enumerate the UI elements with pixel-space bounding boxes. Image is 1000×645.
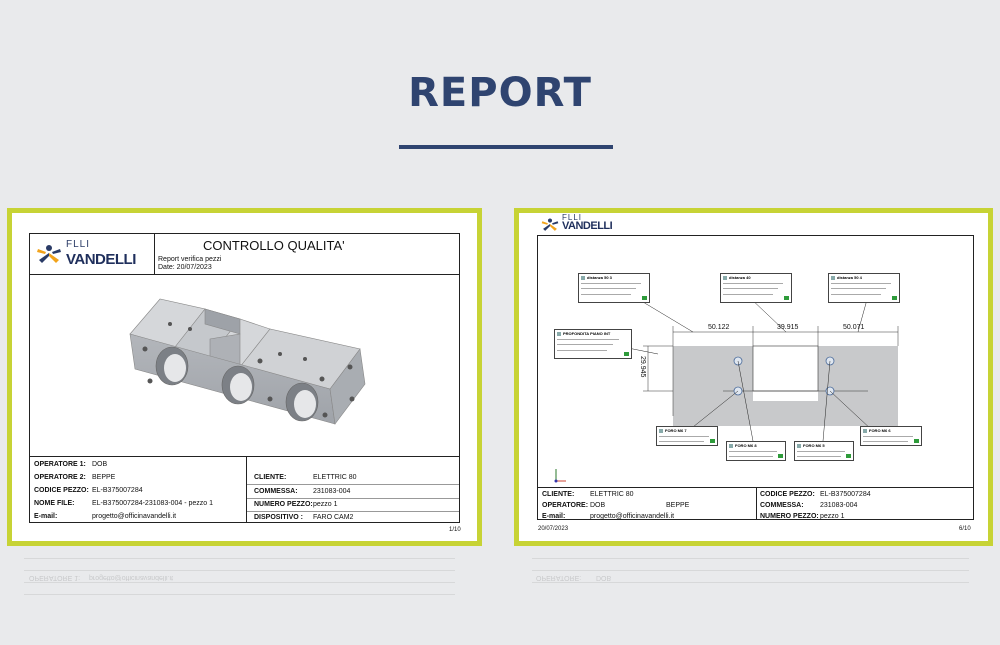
label-email: E-mail: bbox=[34, 513, 58, 520]
value-email: progetto@officinavandelli.it bbox=[92, 513, 177, 520]
dimension-vertical: 29.945 bbox=[639, 356, 646, 378]
label-codice-pezzo: CODICE PEZZO: bbox=[760, 491, 815, 498]
report-title: CONTROLLO QUALITA' bbox=[203, 238, 345, 253]
label-nome-file: NOME FILE: bbox=[34, 500, 75, 507]
logo-text-big: VANDELLI bbox=[562, 220, 613, 232]
value-commessa: 231083-004 bbox=[313, 488, 351, 495]
callout-distanza-50-3: distanza 50 3 bbox=[578, 273, 650, 303]
vandelli-logo: FLLI VANDELLI bbox=[541, 213, 613, 238]
value-numero-pezzo: pezzo 1 bbox=[313, 501, 338, 508]
report-card-measurements[interactable]: FLLI VANDELLI bbox=[514, 208, 993, 546]
value-nome-file: EL-B375007284-231083-004 - pezzo 1 bbox=[92, 500, 214, 507]
callout-distanza-40: distanza 40 bbox=[720, 273, 792, 303]
value-cliente: ELETTRIC 80 bbox=[590, 491, 634, 498]
value-commessa: 231083-004 bbox=[820, 502, 858, 509]
page-number: 1/10 bbox=[449, 527, 461, 533]
label-dispositivo: DISPOSITIVO : bbox=[254, 514, 304, 521]
logo-mark-icon bbox=[37, 245, 61, 263]
label-numero-pezzo: NUMERO PEZZO: bbox=[760, 513, 819, 520]
callout-foro-m6-7: FORO M6 7 bbox=[656, 426, 718, 446]
callout-foro-m6-5: FORO M6 5 bbox=[794, 441, 854, 461]
value-dispositivo: FARO CAM2 bbox=[313, 514, 354, 521]
callout-distanza-50-4: distanza 50 4 bbox=[828, 273, 900, 303]
logo-mark-icon bbox=[541, 218, 559, 231]
report-date: 20/07/2023 bbox=[538, 526, 569, 532]
value-codice-pezzo: EL-B375007284 bbox=[92, 487, 143, 494]
card-reflection-left: OPERATORE 1: progetto@officinavandelli.i… bbox=[7, 548, 482, 645]
logo-text-small: FLLI bbox=[562, 213, 583, 222]
callout-foro-m6-6: FORO M6 6 bbox=[860, 426, 922, 446]
label-operatore: OPERATORE: bbox=[542, 502, 589, 509]
label-numero-pezzo: NUMERO PEZZO: bbox=[254, 501, 313, 508]
part-3d-image bbox=[129, 298, 366, 425]
logo-text-small: FLLI bbox=[66, 239, 91, 250]
part-measurement-drawing bbox=[554, 295, 899, 483]
value-operatore-2: BEPPE bbox=[666, 502, 690, 509]
label-commessa: COMMESSA: bbox=[254, 488, 298, 495]
title-underline bbox=[399, 145, 613, 149]
report-subtitle: Report verifica pezzi bbox=[158, 256, 222, 263]
report-card-controllo-qualita[interactable]: FLLI VANDELLI CONTROLLO QUALITA' Report … bbox=[7, 208, 482, 546]
callout-foro-m6-8: FORO M6 8 bbox=[726, 441, 786, 461]
label-commessa: COMMESSA: bbox=[760, 502, 804, 509]
dimension-3: 50.071 bbox=[843, 324, 865, 331]
label-cliente: CLIENTE: bbox=[254, 474, 287, 481]
reflection-text-dob: DOB bbox=[596, 574, 612, 581]
label-email: E-mail: bbox=[542, 513, 566, 520]
page-title: REPORT bbox=[408, 70, 592, 116]
vandelli-logo: FLLI VANDELLI bbox=[36, 239, 136, 271]
label-operatore-1: OPERATORE 1: bbox=[34, 461, 86, 468]
page-number: 6/10 bbox=[959, 526, 971, 532]
reflection-text-operatore: OPERATORE 1: bbox=[29, 574, 81, 581]
value-email: progetto@officinavandelli.it bbox=[590, 513, 675, 520]
report-date: Date: 20/07/2023 bbox=[158, 264, 212, 271]
card-reflection-right: OPERATORE: DOB bbox=[514, 548, 993, 645]
value-cliente: ELETTRIC 80 bbox=[313, 474, 357, 481]
logo-text-big: VANDELLI bbox=[66, 251, 136, 268]
dimension-2: 39.915 bbox=[777, 324, 799, 331]
report-sheet: FLLI VANDELLI CONTROLLO QUALITA' Report … bbox=[29, 233, 460, 523]
value-codice-pezzo: EL-B375007284 bbox=[820, 491, 871, 498]
value-operatore-1: DOB bbox=[92, 461, 108, 468]
measurement-sheet: 50.122 39.915 50.071 29.945 distanza 50 … bbox=[537, 235, 974, 520]
value-operatore-2: BEPPE bbox=[92, 474, 116, 481]
label-operatore-2: OPERATORE 2: bbox=[34, 474, 86, 481]
value-operatore-1: DOB bbox=[590, 502, 606, 509]
callout-profondita-piano: PROFONDITA PIANO INT bbox=[554, 329, 632, 359]
value-numero-pezzo: pezzo 1 bbox=[820, 513, 845, 520]
label-cliente: CLIENTE: bbox=[542, 491, 575, 498]
label-codice-pezzo: CODICE PEZZO: bbox=[34, 487, 89, 494]
dimension-1: 50.122 bbox=[708, 324, 730, 331]
reflection-text-operatore: OPERATORE: bbox=[536, 574, 582, 581]
reflection-text-email: progetto@officinavandelli.it bbox=[89, 574, 174, 581]
